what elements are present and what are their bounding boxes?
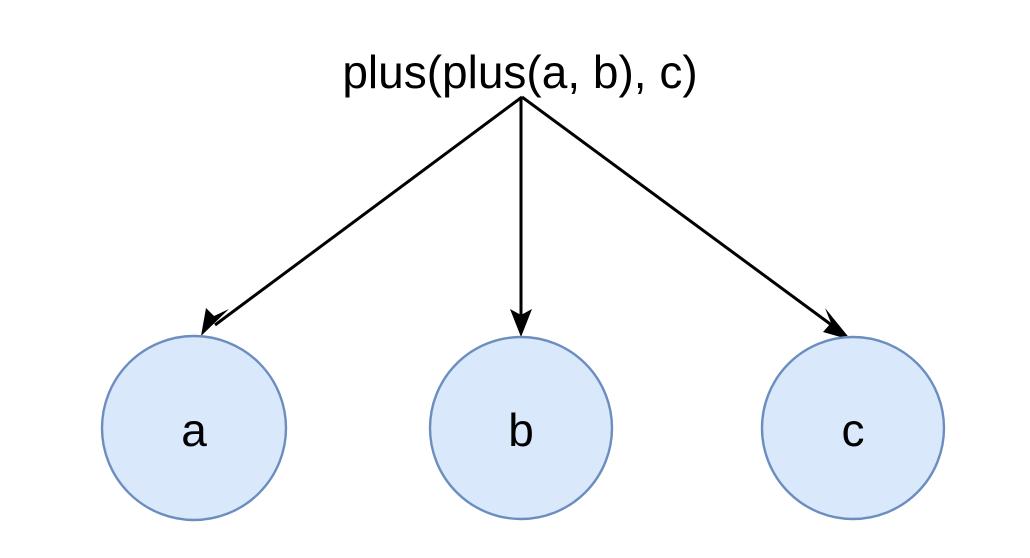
edge-root-to-c[interactable] (521, 95, 851, 340)
edge-root-to-c-line (521, 95, 838, 331)
node-a-circle (100, 334, 288, 522)
root-label: plus(plus(a, b), c) (342, 46, 697, 98)
node-c-circle (760, 335, 946, 521)
edge-root-to-b[interactable] (510, 97, 532, 337)
node-b[interactable]: b (428, 335, 614, 521)
edge-root-to-a-line (214, 95, 523, 327)
node-b-circle (428, 335, 614, 521)
edge-root-to-a[interactable] (201, 95, 523, 336)
node-a-label: a (181, 404, 207, 456)
node-b-label: b (508, 404, 534, 456)
edge-root-to-a-arrowhead (201, 308, 229, 336)
node-c[interactable]: c (760, 335, 946, 521)
edge-root-to-b-arrowhead (510, 309, 532, 337)
node-c-label: c (842, 404, 865, 456)
edge-root-to-c-arrowhead (823, 308, 851, 340)
node-a[interactable]: a (100, 334, 288, 522)
